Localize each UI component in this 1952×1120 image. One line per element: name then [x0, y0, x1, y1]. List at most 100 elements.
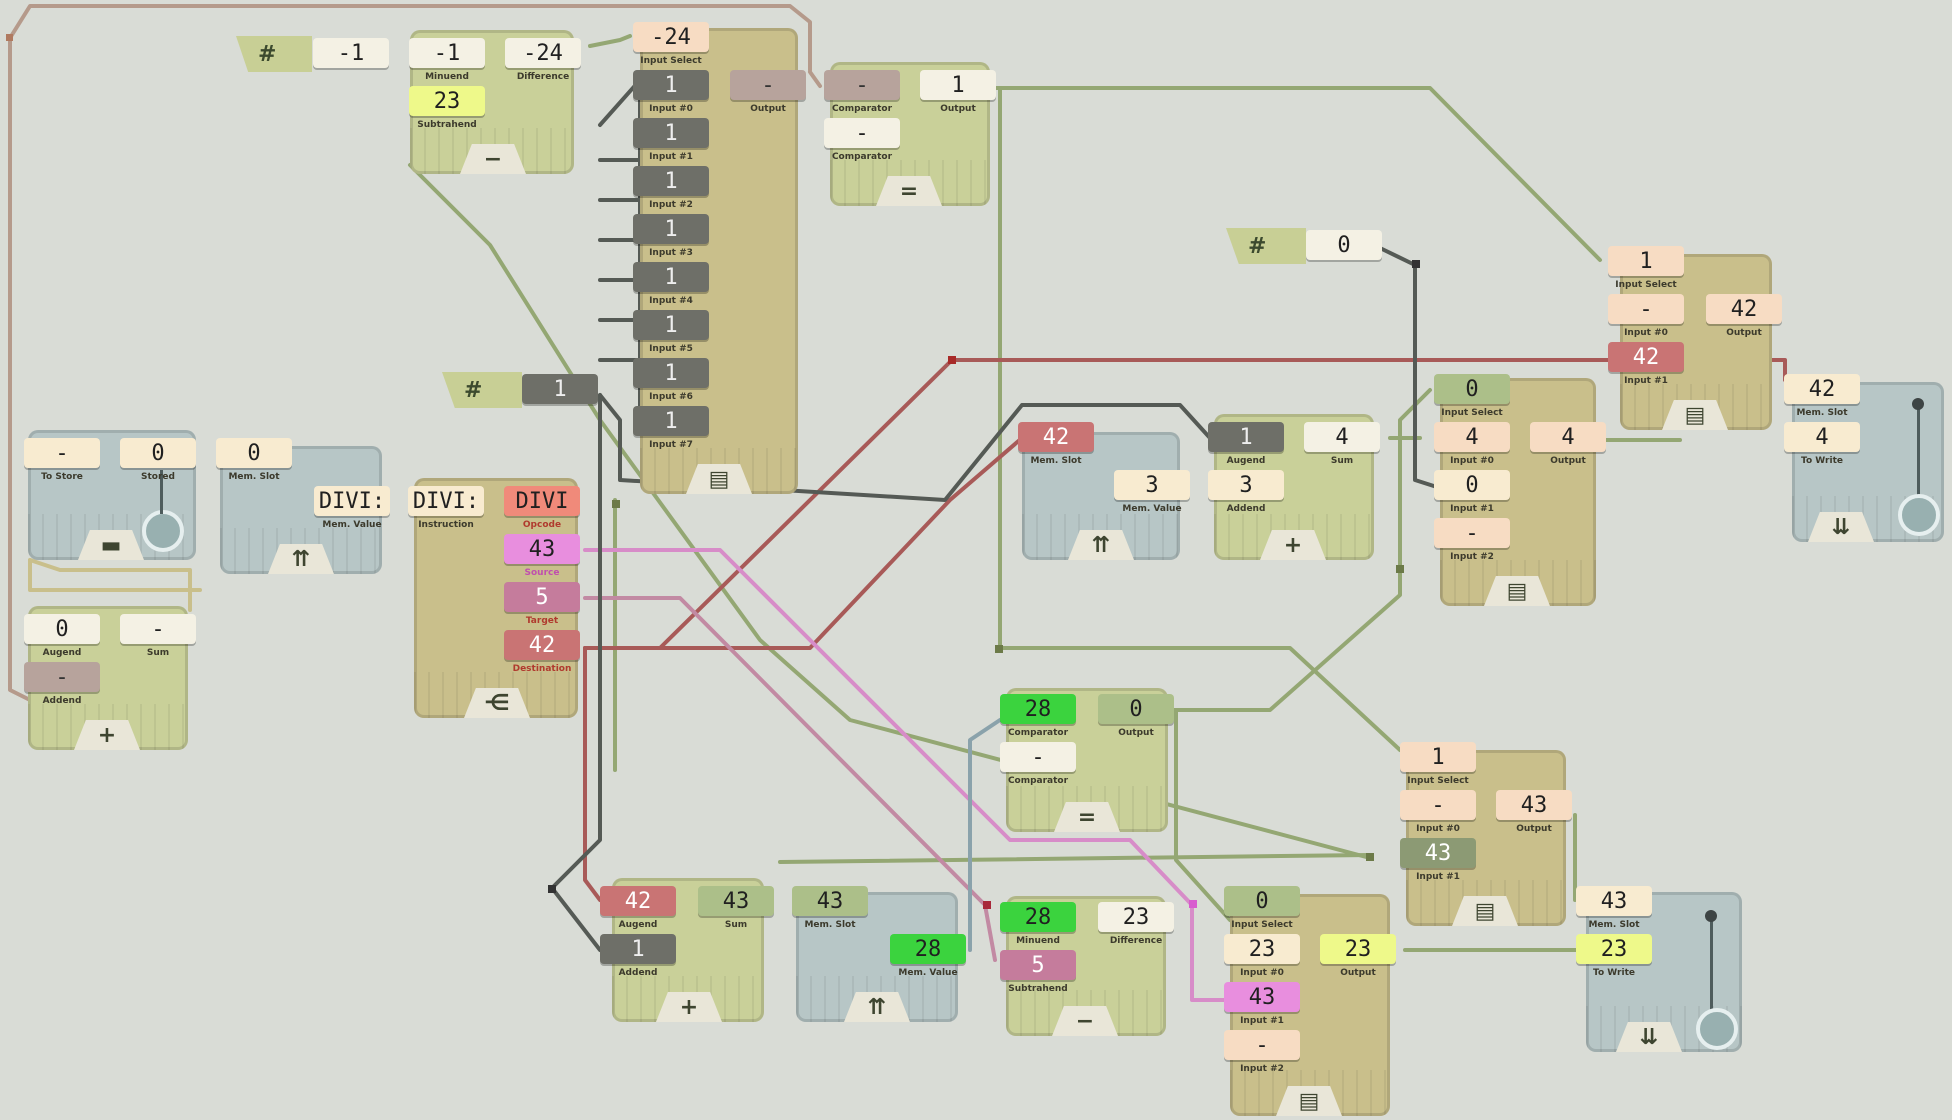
mux3-bottom-in2: - — [1224, 1030, 1300, 1060]
mux8-input-label: Input #6 — [649, 392, 693, 402]
writer-lever — [1917, 404, 1920, 508]
mux8-input-label: Input #3 — [649, 248, 693, 258]
mux3-mid-select: 0 — [1434, 374, 1510, 404]
eq-bottom-comparator-b: - — [1000, 742, 1076, 772]
decoder-source-label: Source — [524, 568, 560, 578]
sub-bottom-difference-label: Difference — [1109, 936, 1163, 946]
mux3-mid-output: 4 — [1530, 422, 1606, 452]
sub-bottom-difference: 23 — [1098, 902, 1174, 932]
immediate-a-value[interactable]: -1 — [313, 38, 389, 68]
mux3-mid-in1: 0 — [1434, 470, 1510, 500]
memory-read-icon: ⇈ — [268, 544, 334, 574]
mux2-bottom-output: 43 — [1496, 790, 1572, 820]
mux3-bottom-select-label: Input Select — [1231, 920, 1293, 930]
add-bottom-addend: 1 — [600, 934, 676, 964]
to-store-label: To Store — [41, 472, 83, 482]
hash-icon: # — [1248, 233, 1267, 259]
immediate-input-c[interactable]: # — [1226, 228, 1306, 264]
hash-icon: # — [464, 377, 483, 403]
mux8-input-label: Input #4 — [649, 296, 693, 306]
eq-bottom-output: 0 — [1098, 694, 1174, 724]
store-lever — [160, 470, 163, 514]
eq-bottom-comparator-b-label: Comparator — [1007, 776, 1069, 786]
decoder-source-value: 43 — [504, 534, 580, 564]
mem-mid-slot-value: 42 — [1018, 422, 1094, 452]
add-left-sum: - — [120, 614, 196, 644]
mux2-bottom-in1: 43 — [1400, 838, 1476, 868]
decoder-destination-value: 42 — [504, 630, 580, 660]
store-dial-icon[interactable] — [142, 510, 184, 552]
eq-top-comparator-a: - — [824, 70, 900, 100]
mux2-top-select: 1 — [1608, 246, 1684, 276]
eq-top-output-value: 1 — [920, 70, 996, 100]
multiplexer-8[interactable]: ▤ — [640, 28, 798, 494]
mux2-bottom-in0: - — [1400, 790, 1476, 820]
mux3-mid-in2: - — [1434, 518, 1510, 548]
memory-read-icon: ⇈ — [844, 992, 910, 1022]
add-mid-augend: 1 — [1208, 422, 1284, 452]
mux-icon: ▤ — [1276, 1086, 1342, 1116]
mux-icon: ▤ — [686, 464, 752, 494]
add-bottom-sum-label: Sum — [724, 920, 748, 930]
memory-read-icon: ⇈ — [1068, 530, 1134, 560]
mux3-mid-in2-label: Input #2 — [1450, 552, 1494, 562]
mux2-top-in1-label: Input #1 — [1624, 376, 1668, 386]
add-bottom-augend: 42 — [600, 886, 676, 916]
mux2-bottom-select: 1 — [1400, 742, 1476, 772]
mux8-select-value: -24 — [633, 22, 709, 52]
mux8-input-label: Input #0 — [649, 104, 693, 114]
mux8-input-value: 1 — [633, 406, 709, 436]
writer-lever-head — [1705, 910, 1717, 922]
writer-lever-head — [1912, 398, 1924, 410]
mem-bottom-slot: 43 — [792, 886, 868, 916]
mux2-bottom-select-label: Input Select — [1407, 776, 1469, 786]
decoder-instruction-label: Instruction — [418, 520, 474, 530]
mem-left-value: DIVI: — [314, 486, 390, 516]
immediate-b-value[interactable]: 1 — [522, 374, 598, 404]
writer-dial-icon[interactable] — [1898, 494, 1940, 536]
immediate-input-a[interactable]: # — [236, 36, 312, 72]
mux8-input-value: 1 — [633, 310, 709, 340]
memory-write-icon: ⇊ — [1808, 512, 1874, 542]
mux3-bottom-in0-label: Input #0 — [1240, 968, 1284, 978]
mux3-bottom-output: 23 — [1320, 934, 1396, 964]
mux3-bottom-in2-label: Input #2 — [1240, 1064, 1284, 1074]
mem-left-slot-value: 0 — [216, 438, 292, 468]
mux3-bottom-select: 0 — [1224, 886, 1300, 916]
immediate-c-value[interactable]: 0 — [1306, 230, 1382, 260]
mem-write-bottom-value-label: To Write — [1593, 968, 1635, 978]
mux2-top-in1: 42 — [1608, 342, 1684, 372]
equals-icon: = — [876, 176, 942, 206]
instruction-decoder[interactable]: ⋲ — [414, 478, 578, 718]
mux2-top-output-label: Output — [1726, 328, 1762, 338]
plus-icon: + — [656, 992, 722, 1022]
minuend-label: Minuend — [425, 72, 469, 82]
mux-icon: ▤ — [1452, 896, 1518, 926]
mux3-bottom-in1-label: Input #1 — [1240, 1016, 1284, 1026]
equals-icon: = — [1054, 802, 1120, 832]
mem-write-bottom-slot-label: Mem. Slot — [1588, 920, 1640, 930]
mux2-top-select-label: Input Select — [1615, 280, 1677, 290]
eq-top-comparator-b-label: Comparator — [831, 152, 893, 162]
mem-left-value-label: Mem. Value — [322, 520, 382, 530]
add-bottom-augend-label: Augend — [618, 920, 658, 930]
mux2-top-in0: - — [1608, 294, 1684, 324]
mem-bottom-value-label: Mem. Value — [898, 968, 958, 978]
immediate-input-b[interactable]: # — [442, 372, 522, 408]
mux8-input-value: 1 — [633, 262, 709, 292]
add-left-addend: - — [24, 662, 100, 692]
sub-bottom-subtrahend-label: Subtrahend — [1008, 984, 1068, 994]
mux8-input-value: 1 — [633, 118, 709, 148]
subtrahend-value: 23 — [409, 86, 485, 116]
minus-icon: − — [1052, 1006, 1118, 1036]
mux3-bottom-output-label: Output — [1340, 968, 1376, 978]
mux2-top-in0-label: Input #0 — [1624, 328, 1668, 338]
decoder-destination-label: Destination — [512, 664, 572, 674]
mux8-input-label: Input #2 — [649, 200, 693, 210]
mux3-mid-select-label: Input Select — [1441, 408, 1503, 418]
mem-write-top-value-label: To Write — [1801, 456, 1843, 466]
add-bottom-addend-label: Addend — [618, 968, 658, 978]
decoder-opcode-label: Opcode — [522, 520, 562, 530]
writer-dial-icon[interactable] — [1696, 1008, 1738, 1050]
